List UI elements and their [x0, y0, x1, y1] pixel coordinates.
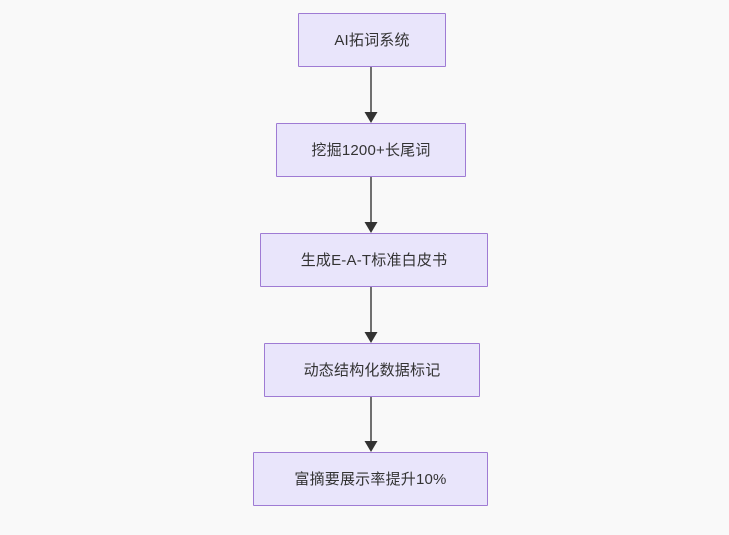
flow-node[interactable]: 挖掘1200+长尾词	[276, 123, 466, 177]
flow-arrow	[359, 177, 383, 233]
flow-node-label: AI拓词系统	[334, 31, 410, 49]
flow-node[interactable]: 动态结构化数据标记	[264, 343, 480, 397]
flow-node[interactable]: 富摘要展示率提升10%	[253, 452, 488, 506]
flow-arrow	[359, 67, 383, 123]
flow-node[interactable]: 生成E-A-T标准白皮书	[260, 233, 488, 287]
flow-arrow	[359, 287, 383, 343]
flow-node-label: 生成E-A-T标准白皮书	[300, 251, 448, 269]
flow-node-label: 动态结构化数据标记	[303, 361, 441, 379]
flow-arrow	[359, 397, 383, 452]
flow-node[interactable]: AI拓词系统	[298, 13, 446, 67]
flow-node-label: 挖掘1200+长尾词	[311, 141, 431, 159]
flow-node-label: 富摘要展示率提升10%	[294, 470, 447, 488]
